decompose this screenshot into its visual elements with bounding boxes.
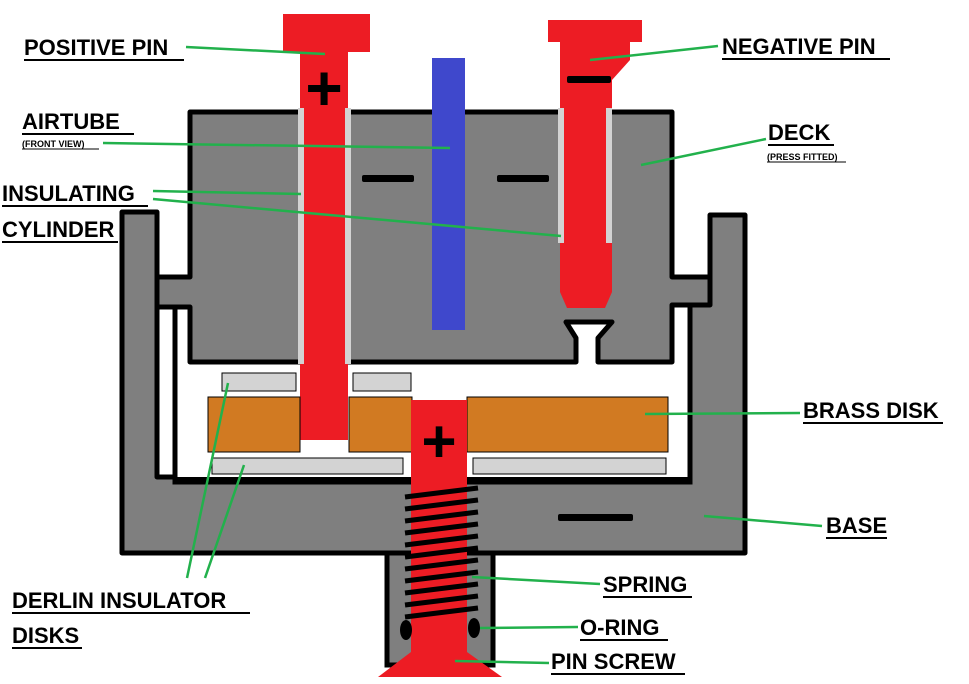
- leader-airtube: [102, 141, 451, 150]
- pin-screw-plus: +: [421, 408, 456, 475]
- leader-derlin-upper: [185, 382, 230, 579]
- leader-pin-screw: [454, 659, 550, 665]
- derlin-disk-lower-right: [472, 457, 667, 475]
- label-airtube-sub: (FRONT VIEW): [22, 139, 85, 149]
- deck-minus-mark: [497, 175, 549, 182]
- leader-derlin-lower: [203, 464, 246, 579]
- insulating-cylinder-wall: [298, 108, 304, 364]
- o-ring-left: [400, 620, 412, 640]
- brass-disk-left: [207, 396, 301, 453]
- label-spring: SPRING: [603, 572, 687, 597]
- leader-base: [703, 514, 823, 528]
- label-deck-sub: (PRESS FITTED): [767, 152, 838, 162]
- negative-pin-minus: [567, 76, 611, 83]
- deck-minus-mark: [362, 175, 414, 182]
- leader-spring: [471, 575, 601, 586]
- leader-o-ring: [479, 625, 579, 630]
- derlin-disk-upper-left: [221, 372, 297, 392]
- leader-positive-pin: [185, 45, 326, 56]
- positive-pin-shaft: [300, 48, 348, 440]
- label-airtube: AIRTUBE: [22, 109, 120, 134]
- label-o-ring: O-RING: [580, 615, 659, 640]
- positive-pin-head: [283, 14, 370, 52]
- negative-pin-head: [548, 20, 642, 42]
- label-deck: DECK: [768, 120, 830, 145]
- label-derlin-1: DERLIN INSULATOR: [12, 588, 226, 613]
- label-derlin-2: DISKS: [12, 623, 79, 648]
- pin-screw-head: [378, 652, 502, 677]
- base-minus-mark: [558, 514, 633, 521]
- label-brass-disk: BRASS DISK: [803, 398, 939, 423]
- derlin-disk-lower-left: [211, 457, 404, 475]
- leader-insulating-cylinder-pos: [152, 189, 302, 196]
- leader-deck: [640, 137, 767, 167]
- insulating-cylinder-wall: [606, 108, 612, 243]
- leader-negative-pin: [589, 44, 719, 62]
- airtube: [432, 58, 465, 330]
- label-insulating-cylinder-1: INSULATING: [2, 181, 135, 206]
- insulating-cylinder-wall: [345, 108, 351, 364]
- insulating-cylinder-wall: [558, 108, 564, 243]
- brass-disk-right: [466, 396, 669, 453]
- o-ring-right: [468, 618, 480, 638]
- label-negative-pin: NEGATIVE PIN: [722, 34, 876, 59]
- leader-brass-disk: [644, 411, 801, 416]
- label-base: BASE: [826, 513, 887, 538]
- positive-pin-plus: +: [305, 52, 342, 124]
- leader-insulating-cylinder-neg: [152, 197, 562, 238]
- brass-disk-mid: [348, 396, 413, 453]
- label-positive-pin: POSITIVE PIN: [24, 35, 168, 60]
- label-insulating-cylinder-2: CYLINDER: [2, 217, 115, 242]
- derlin-disk-upper-right: [352, 372, 412, 392]
- label-pin-screw: PIN SCREW: [551, 649, 676, 674]
- spring: [404, 485, 479, 620]
- negative-pin-shaft: [560, 42, 630, 308]
